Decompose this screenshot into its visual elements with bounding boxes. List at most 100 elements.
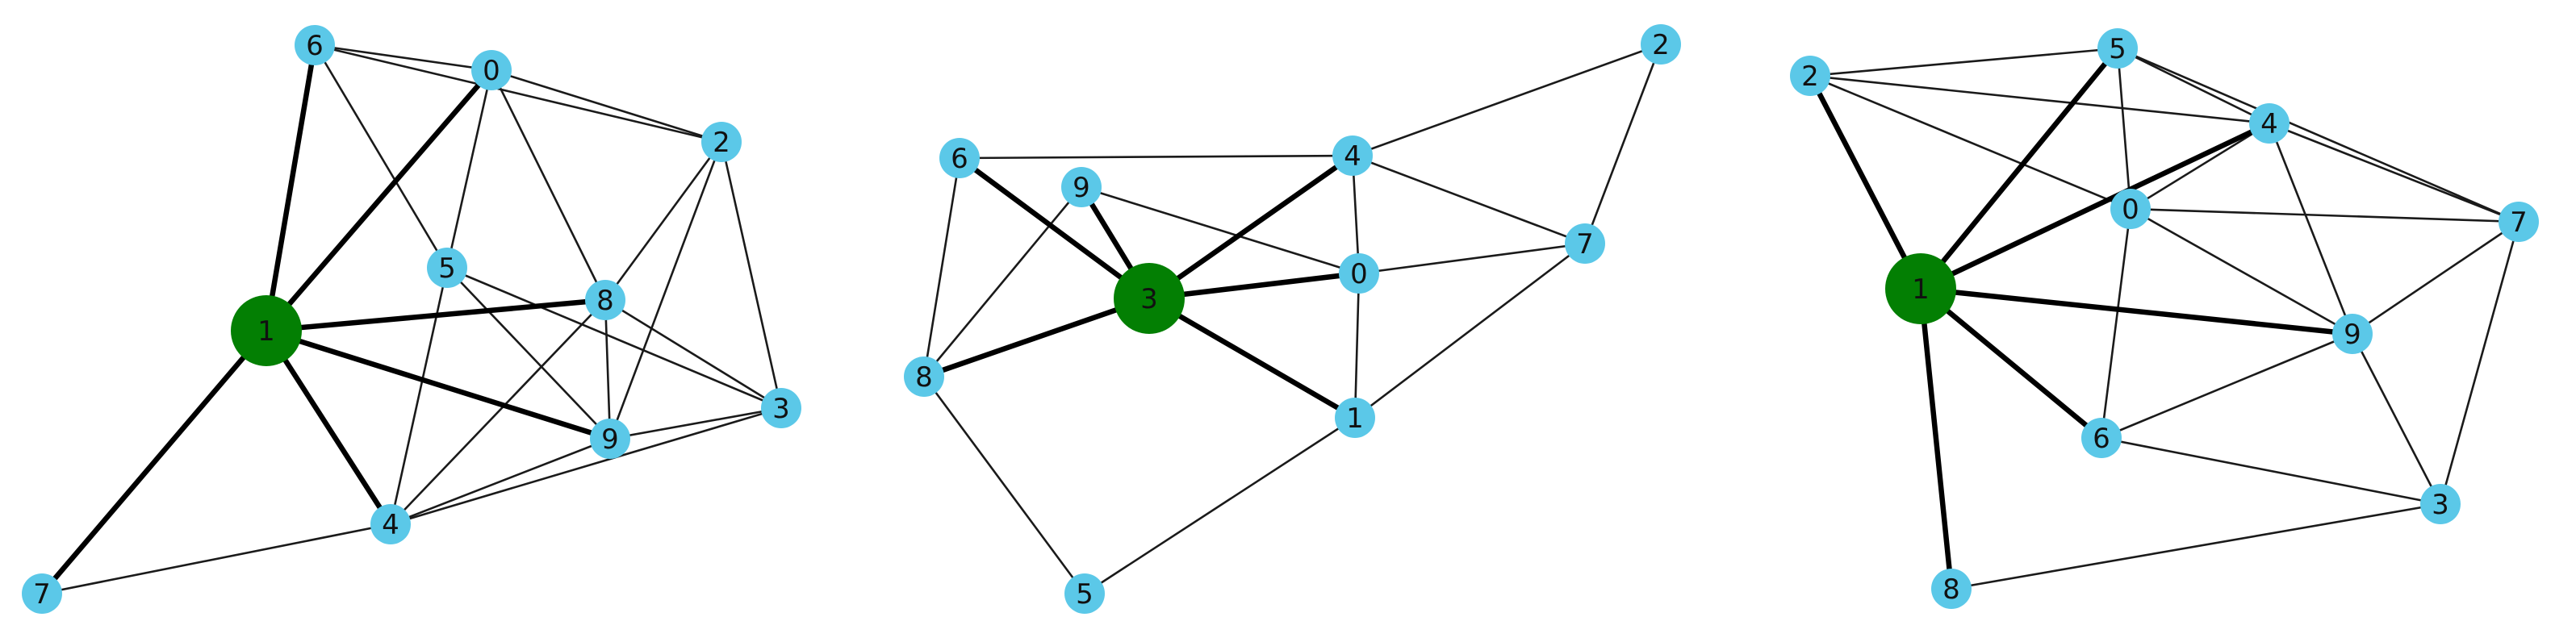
graph-b-node-6-label: 6 (951, 143, 968, 175)
graph-c-edge-3-8 (1950, 502, 2442, 590)
graph-a-edge-2-3 (720, 140, 783, 410)
graph-a-edges (39, 42, 783, 597)
graph-a-center-node-1: 1 (231, 295, 302, 366)
graph-c-edge-1-9 (1917, 286, 2356, 337)
graph-a-edge-1-0 (263, 67, 495, 334)
graph-a-edge-9-3 (608, 406, 783, 440)
graph-b-node-2: 2 (1641, 24, 1681, 65)
graph-b-edge-2-7 (1583, 43, 1662, 245)
graph-a-edge-0-8 (490, 69, 607, 302)
graph-c-node-0: 0 (2110, 189, 2151, 229)
graph-a-node-3-label: 3 (772, 393, 790, 425)
graph-b-node-8-label: 8 (915, 361, 933, 394)
graph-a-edge-9-4 (389, 437, 612, 526)
graph-b-node-1-marker (1335, 398, 1375, 438)
graph-a-node-9-marker (590, 419, 630, 459)
graph-b-edge-0-7 (1357, 242, 1587, 275)
graph-a-edge-2-8 (604, 140, 723, 302)
graph-c-edge-2-4 (1809, 74, 2271, 125)
graph-b-node-2-marker (1641, 24, 1681, 65)
graph-c-node-6-marker (2081, 418, 2122, 458)
graph-b-edge-4-7 (1351, 154, 1587, 245)
graph-a-node-3-marker (761, 388, 801, 428)
graph-c-edge-9-6 (2100, 332, 2354, 440)
graph-b-edges (921, 43, 1662, 595)
graph-a-node-4-marker (370, 504, 411, 544)
graph-b-node-7-marker (1565, 223, 1605, 264)
graph-a-node-5: 5 (427, 248, 467, 288)
graph-a-node-0: 0 (471, 50, 512, 90)
graph-c-node-3: 3 (2420, 484, 2461, 524)
graph-b-node-0: 0 (1339, 253, 1379, 294)
graph-b-node-3-marker (1114, 263, 1185, 334)
graph-b-node-0-label: 0 (1350, 258, 1368, 290)
graph-a-edge-2-9 (608, 140, 723, 440)
graph-b-node-8-marker (904, 356, 944, 397)
graph-a-node-0-label: 0 (483, 55, 500, 87)
graph-c-node-0-marker (2110, 189, 2151, 229)
graph-b-edge-6-8 (922, 156, 961, 378)
graph-a-edge-4-3 (389, 406, 783, 526)
graph-a-node-6: 6 (295, 25, 335, 65)
graph-b-node-7: 7 (1565, 223, 1605, 264)
graph-b-edge-0-1 (1353, 272, 1361, 419)
graph-a-edge-8-9 (604, 298, 612, 440)
graph-c-node-9-marker (2332, 314, 2373, 354)
graph-a-edge-6-0 (313, 44, 493, 72)
graph-c-edge-4-9 (2268, 122, 2354, 336)
graph-c-edge-1-4 (1917, 120, 2273, 292)
graph-a-edge-6-5 (313, 44, 449, 269)
graph-c-node-5: 5 (2097, 28, 2138, 69)
graph-a-node-1-marker (231, 295, 302, 366)
graph-c-node-2-label: 2 (1801, 60, 1819, 93)
graph-c-node-8-marker (1931, 569, 1972, 609)
graph-b-node-9-marker (1061, 167, 1102, 207)
graph-b-edge-6-4 (958, 154, 1354, 160)
graph-a-edge-5-4 (389, 266, 449, 526)
graph-c-node-2-marker (1790, 56, 1830, 96)
graph-a-node-8-label: 8 (596, 285, 614, 317)
graph-c-node-6-label: 6 (2093, 423, 2110, 455)
graph-a-edge-1-9 (263, 327, 613, 442)
graph-c-edge-0-9 (2129, 207, 2354, 336)
graph-c-edge-4-7 (2268, 122, 2520, 223)
graph-c-node-7: 7 (2499, 202, 2539, 242)
graph-a-node-9: 9 (590, 419, 630, 459)
graph-b-node-5-label: 5 (1076, 578, 1094, 611)
graph-c-node-8-label: 8 (1942, 573, 1960, 606)
graph-c-node-9-label: 9 (2344, 319, 2361, 351)
graph-c-edge-0-6 (2100, 207, 2132, 440)
graph-a-edge-1-8 (263, 297, 608, 334)
graph-a-edge-8-4 (389, 298, 607, 526)
graph-c-edge-5-0 (2116, 47, 2132, 211)
graph-b-node-5: 5 (1064, 573, 1105, 614)
graph-c-node-0-label: 0 (2122, 194, 2139, 226)
graph-c-nodes: 5 2 4 0 7 1 9 6 3 8 (1790, 28, 2539, 609)
graph-c-center-node-1: 1 (1885, 253, 1956, 324)
graph-a-edge-4-7 (40, 523, 392, 595)
graph-b-edge-5-1 (1083, 416, 1357, 595)
graph-c-node-3-marker (2420, 484, 2461, 524)
graph-c-edge-5-4 (2116, 47, 2271, 125)
graph-b-center-node-3: 3 (1114, 263, 1185, 334)
graph-a-edge-0-2 (490, 69, 723, 144)
graph-c-node-4: 4 (2249, 103, 2290, 144)
graph-c-node-4-marker (2249, 103, 2290, 144)
graph-a-node-6-label: 6 (306, 30, 324, 62)
graph-c-edge-9-3 (2351, 332, 2442, 506)
graph-c-node-1-marker (1885, 253, 1956, 324)
graph-b-node-9: 9 (1061, 167, 1102, 207)
graph-c-edge-1-5 (1917, 45, 2121, 292)
graph-c-edge-6-3 (2100, 436, 2442, 506)
graph-c-edge-0-7 (2129, 207, 2520, 223)
graph-a-node-2-label: 2 (713, 127, 730, 159)
graph-b-node-4-marker (1332, 135, 1373, 176)
graph-c-panel: 5 2 4 0 7 1 9 6 3 8 (1790, 28, 2539, 609)
graph-a-node-2-marker (701, 122, 742, 162)
graph-b-node-6-marker (939, 138, 980, 178)
graph-a-edge-6-2 (313, 44, 723, 144)
graph-b-node-0-marker (1339, 253, 1379, 294)
